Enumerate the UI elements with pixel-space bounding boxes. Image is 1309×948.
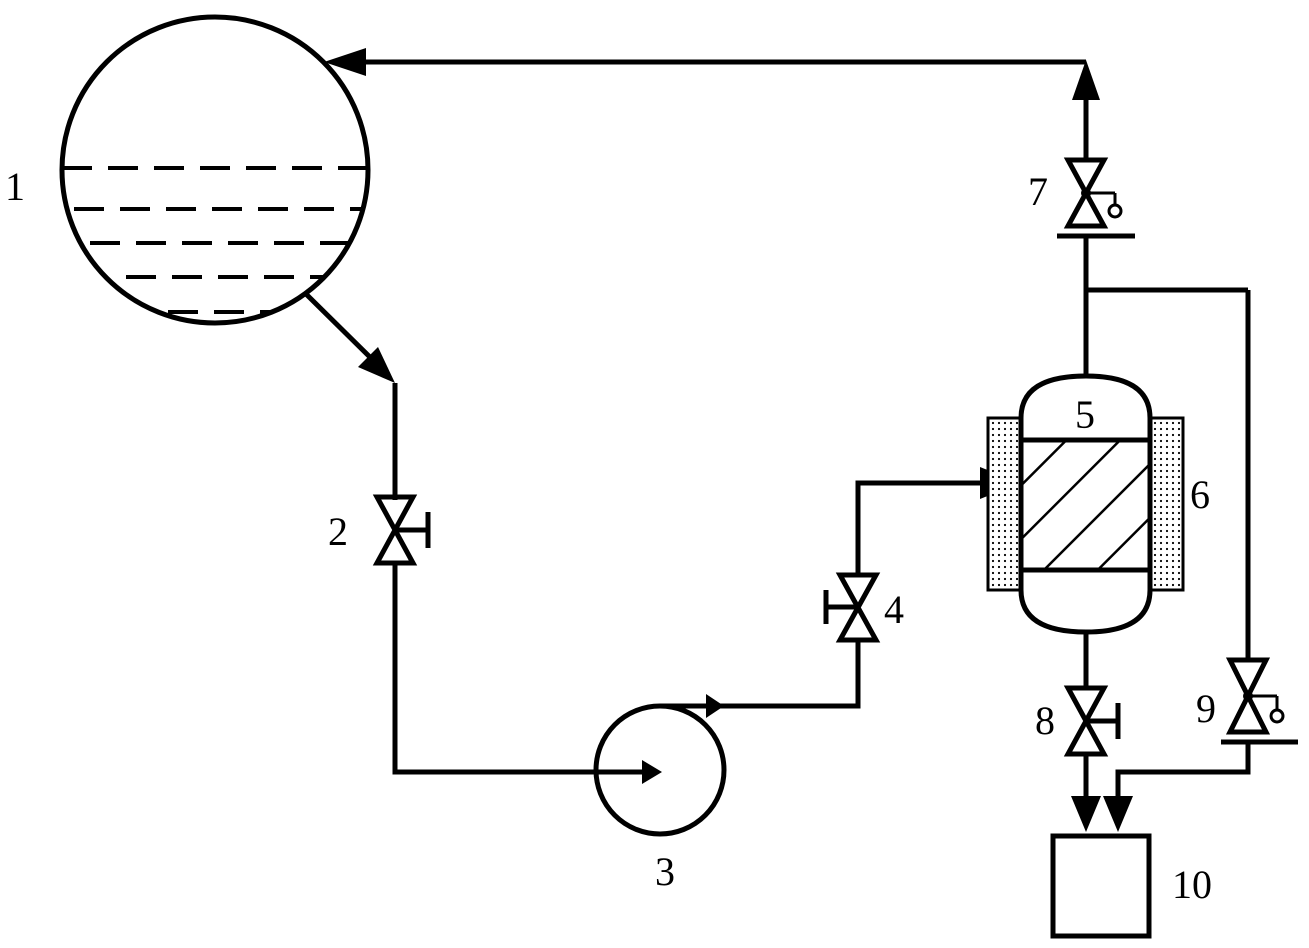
label-drain-valve: 8 — [1035, 698, 1055, 743]
label-collector: 10 — [1172, 862, 1212, 907]
label-tank: 1 — [5, 164, 25, 209]
label-inlet-valve: 2 — [328, 509, 348, 554]
storage-tank — [59, 14, 371, 326]
collector-vessel — [1050, 833, 1152, 939]
drain-valve — [1063, 685, 1121, 757]
return-line — [324, 48, 1100, 160]
vent-valve — [1057, 157, 1135, 239]
inlet-valve — [372, 494, 431, 566]
reactor — [1018, 373, 1153, 635]
label-jacket: 6 — [1190, 472, 1210, 517]
pump-discharge-line — [660, 642, 861, 718]
drain-line — [1071, 754, 1101, 832]
label-relief-valve: 9 — [1196, 686, 1216, 731]
heating-jacket — [986, 416, 1185, 592]
label-pump: 3 — [655, 849, 675, 894]
bypass-return-line — [1103, 742, 1251, 832]
pump-suction-line — [392, 563, 662, 784]
feed-valve — [823, 572, 881, 643]
label-feed-valve: 4 — [884, 587, 904, 632]
label-vent-valve: 7 — [1028, 169, 1048, 214]
tank-outlet-line — [303, 291, 398, 500]
relief-valve — [1221, 657, 1298, 745]
label-reactor: 5 — [1075, 392, 1095, 437]
reactor-top-line — [1083, 236, 1248, 376]
tank-liquid-level — [62, 166, 368, 314]
